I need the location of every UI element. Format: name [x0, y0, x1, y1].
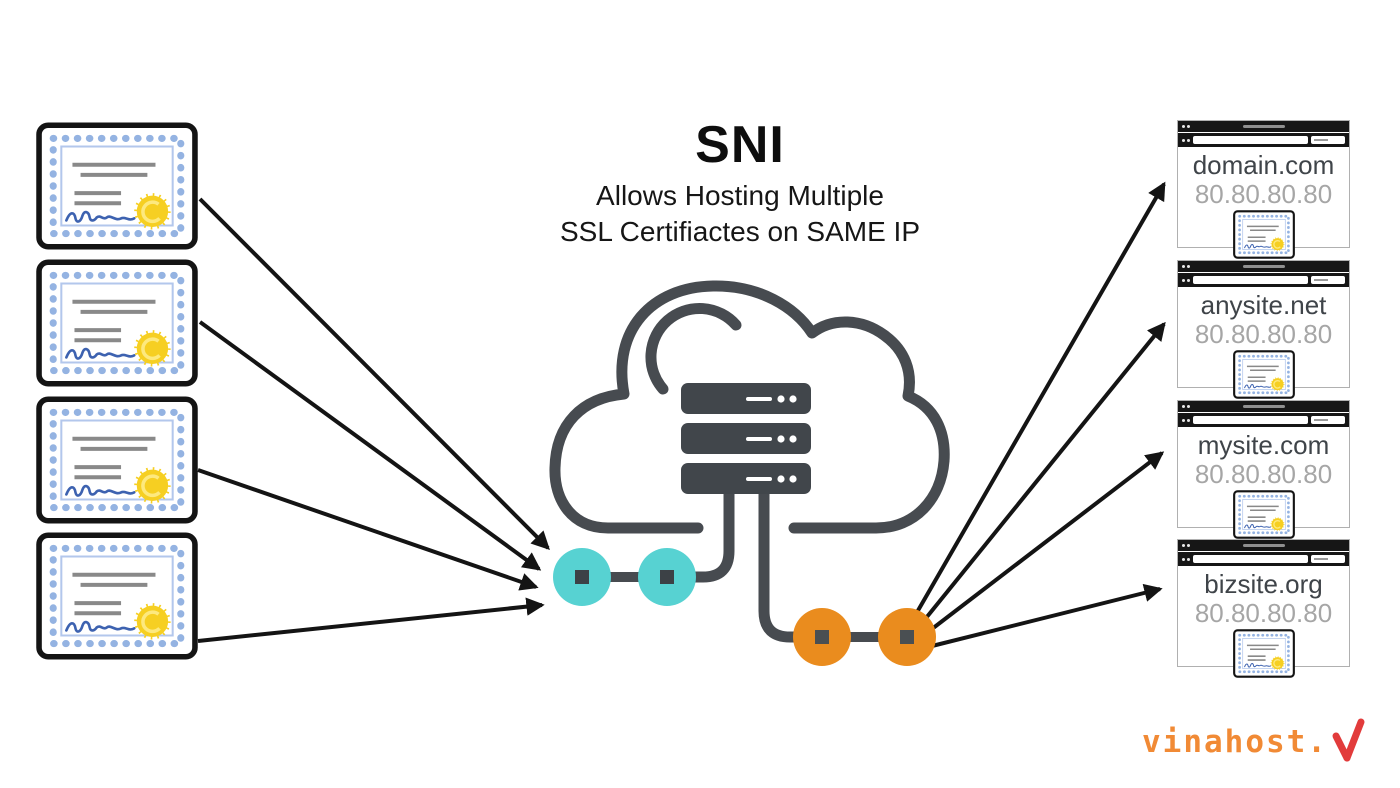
certificate-icon [1178, 629, 1349, 683]
window-titlebar [1178, 401, 1349, 413]
certificate-icon [36, 122, 198, 250]
window-controls-icon [1182, 125, 1190, 128]
certificate-icon [36, 396, 198, 524]
checkmark-icon [1332, 718, 1365, 762]
search-box [1311, 416, 1345, 424]
window-title-placeholder [1242, 544, 1285, 547]
window-controls-icon [1182, 265, 1190, 268]
browser-window: domain.com 80.80.80.80 [1177, 120, 1350, 248]
browser-window: mysite.com 80.80.80.80 [1177, 400, 1350, 528]
window-toolbar [1178, 273, 1349, 287]
page-title: SNI [695, 116, 785, 174]
nav-buttons-icon [1182, 278, 1190, 282]
page-content: bizsite.org 80.80.80.80 [1178, 566, 1349, 683]
certificate-icon [1178, 350, 1349, 404]
search-box [1311, 555, 1345, 563]
ssl-certificate-card [36, 396, 198, 524]
vinahost-logo: vinahost. [1142, 716, 1366, 764]
arrow [197, 597, 545, 643]
cert-to-sni-arrows [197, 197, 550, 643]
domain-label: bizsite.org [1204, 569, 1323, 599]
window-titlebar [1178, 261, 1349, 273]
window-title-placeholder [1242, 125, 1285, 128]
window-titlebar [1178, 121, 1349, 133]
certificate-icon [1178, 490, 1349, 544]
ip-address-label: 80.80.80.80 [1194, 459, 1333, 489]
browser-window: anysite.net 80.80.80.80 [1177, 260, 1350, 388]
domain-label: anysite.net [1200, 290, 1327, 320]
browser-window: bizsite.org 80.80.80.80 [1177, 539, 1350, 667]
sni-port-connector-teal [553, 548, 696, 606]
domain-label: mysite.com [1197, 430, 1330, 460]
ip-address-label: 80.80.80.80 [1194, 598, 1333, 628]
page-content: domain.com 80.80.80.80 [1178, 147, 1349, 264]
address-bar [1193, 136, 1308, 144]
ip-address-label: 80.80.80.80 [1194, 179, 1333, 209]
arrow [914, 181, 1166, 615]
certificate-icon [36, 259, 198, 387]
page-content: anysite.net 80.80.80.80 [1178, 287, 1349, 404]
arrow [198, 320, 542, 571]
domain-label: domain.com [1192, 150, 1335, 180]
ssl-certificate-card [36, 532, 198, 660]
address-bar [1193, 276, 1308, 284]
ip-address-label: 80.80.80.80 [1194, 319, 1333, 349]
arrow [197, 468, 539, 591]
window-toolbar [1178, 552, 1349, 566]
nav-buttons-icon [1182, 138, 1190, 142]
window-toolbar [1178, 413, 1349, 427]
window-controls-icon [1182, 544, 1190, 547]
certificate-icon [36, 532, 198, 660]
page-content: mysite.com 80.80.80.80 [1178, 427, 1349, 544]
address-bar [1193, 416, 1308, 424]
ssl-certificate-card [36, 122, 198, 250]
logo-text: vinahost. [1142, 724, 1328, 760]
search-box [1311, 136, 1345, 144]
window-controls-icon [1182, 405, 1190, 408]
arrow [198, 197, 550, 550]
window-title-placeholder [1242, 405, 1285, 408]
cloud-inner-arc [645, 302, 742, 395]
search-box [1311, 276, 1345, 284]
nav-buttons-icon [1182, 418, 1190, 422]
nav-buttons-icon [1182, 557, 1190, 561]
connector-pipes [582, 490, 907, 643]
ssl-certificate-card [36, 259, 198, 387]
window-titlebar [1178, 540, 1349, 552]
certificate-icon [1178, 210, 1349, 264]
window-title-placeholder [1242, 265, 1285, 268]
arrow [931, 583, 1163, 648]
title-block: SNI Allows Hosting Multiple SSL Certifia… [530, 116, 950, 250]
window-toolbar [1178, 133, 1349, 147]
subtitle-line-2: SSL Certifiactes on SAME IP [560, 216, 920, 247]
subtitle-line-1: Allows Hosting Multiple [596, 180, 884, 211]
arrow [920, 321, 1166, 625]
ip-port-connector-orange [793, 608, 936, 666]
ip-to-sites-arrows [914, 181, 1166, 648]
arrow [926, 451, 1165, 634]
address-bar [1193, 555, 1308, 563]
cloud-icon [549, 280, 950, 534]
server-icon [681, 383, 811, 494]
